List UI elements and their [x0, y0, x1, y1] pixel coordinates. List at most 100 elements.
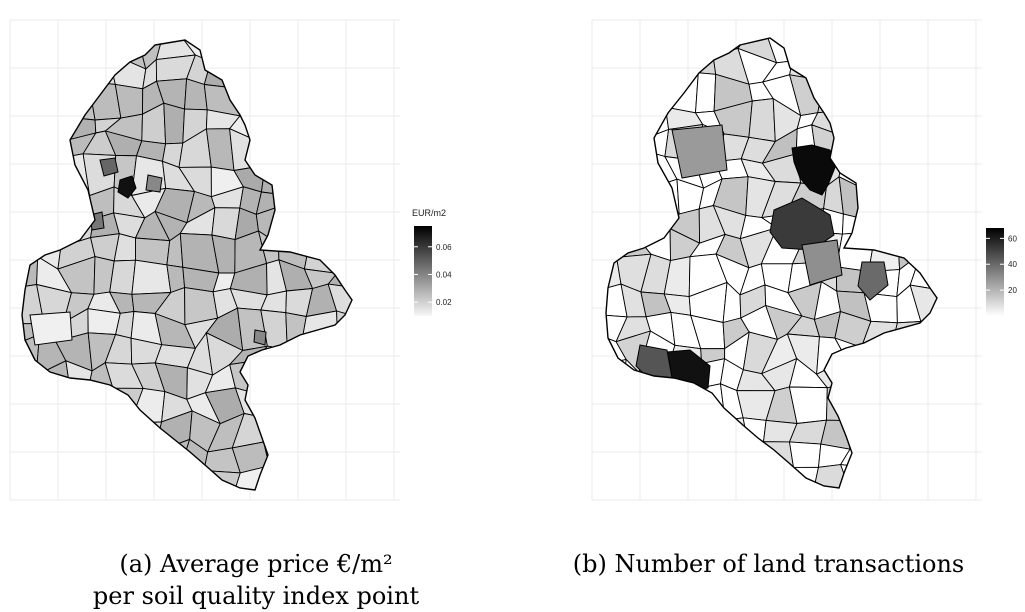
district [22, 444, 42, 465]
district [266, 465, 294, 490]
district [79, 460, 123, 490]
district [910, 38, 937, 65]
district [22, 392, 40, 418]
district [837, 109, 865, 136]
district [34, 136, 71, 160]
district [327, 154, 352, 195]
district [64, 40, 91, 61]
district [40, 104, 61, 144]
caption-b: (b) Number of land transactions [512, 548, 1025, 580]
caption-line-1: (b) Number of land transactions [572, 550, 965, 578]
district [624, 38, 649, 53]
district [285, 312, 307, 350]
district [22, 40, 41, 57]
district [763, 441, 795, 478]
district [788, 441, 822, 468]
legend-tick-label: 0.04 [436, 270, 452, 279]
district [87, 308, 121, 335]
district [129, 421, 163, 454]
district [281, 159, 313, 198]
district [693, 465, 730, 488]
district [889, 51, 915, 83]
district [277, 204, 320, 245]
district [643, 408, 674, 453]
district [823, 53, 845, 90]
district [606, 358, 627, 397]
district [327, 81, 352, 122]
legend-colorbar [414, 226, 432, 316]
district [908, 410, 937, 453]
district [845, 411, 876, 452]
district [857, 261, 889, 301]
district [253, 329, 267, 346]
district [858, 395, 890, 424]
district [180, 468, 216, 490]
district [725, 465, 751, 488]
district [890, 38, 913, 60]
district [843, 86, 872, 113]
district [845, 383, 876, 422]
district [31, 92, 61, 118]
district [328, 57, 352, 86]
district [254, 55, 286, 87]
district [687, 38, 715, 57]
district [163, 102, 185, 145]
district [22, 104, 45, 145]
district [664, 72, 699, 114]
district [886, 393, 925, 424]
district [669, 471, 703, 488]
district [672, 38, 697, 66]
district [257, 415, 294, 443]
legend-tick-label: 20 [1008, 286, 1017, 295]
district [606, 155, 619, 192]
district [909, 362, 937, 395]
district [693, 439, 730, 477]
district [276, 85, 313, 112]
district [606, 390, 629, 426]
district-high-price [99, 157, 119, 177]
district [22, 460, 45, 490]
district [30, 445, 63, 480]
district [917, 150, 937, 190]
district [614, 203, 640, 239]
district [622, 437, 655, 479]
district [622, 471, 656, 488]
district [157, 468, 183, 490]
district [326, 207, 352, 239]
district [918, 231, 937, 273]
district [282, 195, 320, 215]
district [303, 231, 343, 274]
district [31, 53, 68, 95]
district [643, 439, 674, 479]
district [624, 414, 654, 441]
district [914, 203, 937, 247]
district [138, 438, 160, 470]
caption-a: (a) Average price €/m² per soil quality … [0, 548, 512, 612]
district [310, 109, 333, 138]
district [22, 136, 42, 161]
district [870, 467, 896, 488]
district [327, 128, 352, 158]
district [614, 110, 656, 136]
district [614, 190, 644, 219]
map-average-price: EUR/m2 0.060.040.02 [9, 19, 452, 501]
district [909, 252, 937, 291]
district [291, 416, 319, 438]
district [60, 460, 95, 490]
district [909, 331, 937, 365]
district [291, 434, 315, 474]
district [108, 436, 141, 472]
district [237, 40, 261, 71]
district-high-transactions [791, 144, 837, 196]
district [309, 211, 344, 242]
district [80, 436, 112, 472]
district [22, 364, 40, 399]
district [80, 417, 114, 444]
district [22, 241, 39, 261]
district [139, 461, 160, 490]
district [89, 211, 105, 231]
district [260, 159, 292, 197]
legend-title: EUR/m2 [412, 208, 446, 218]
district [666, 382, 697, 423]
